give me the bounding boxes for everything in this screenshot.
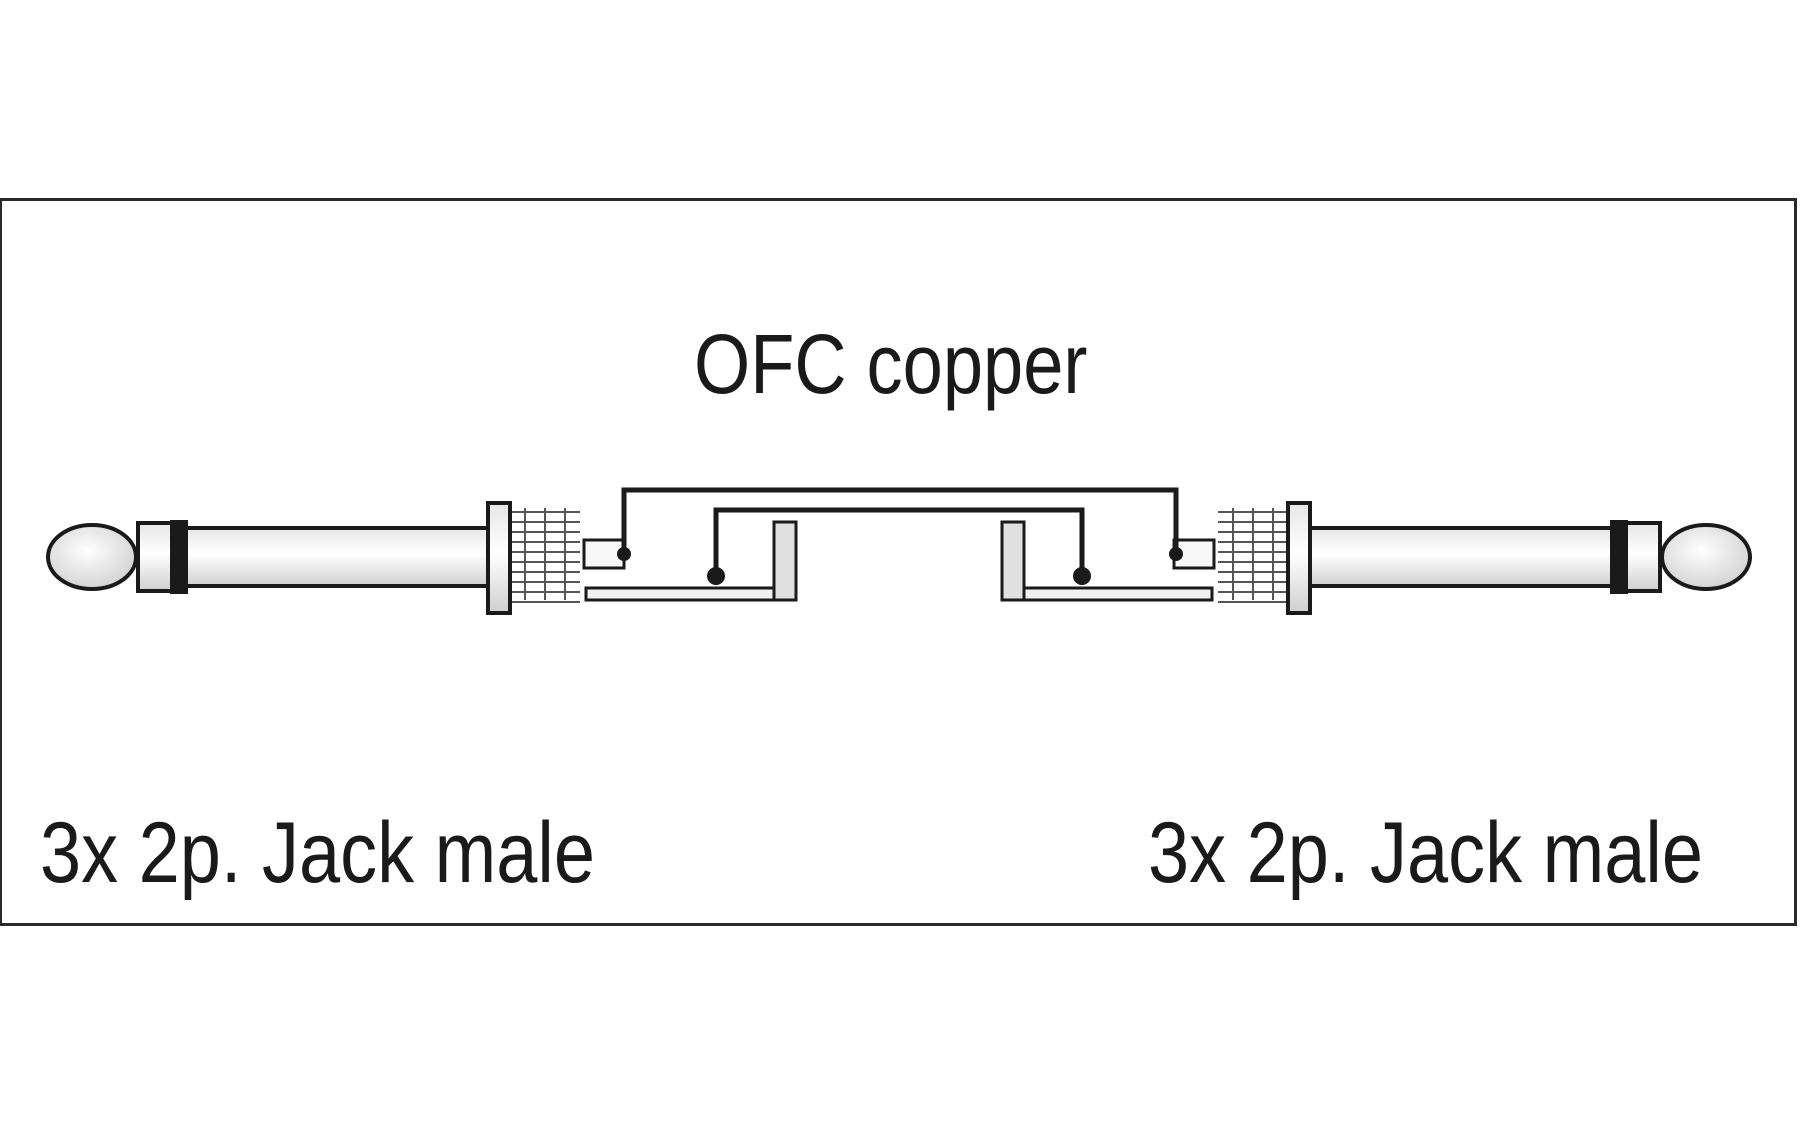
tip-wire (621, 487, 1179, 552)
left-solder-point-tip (617, 547, 631, 561)
right-plug-ground-lug (1000, 520, 1026, 602)
right-solder-point-tip (1169, 547, 1183, 561)
right-connector-label: 3x 2p. Jack male (1148, 805, 1703, 901)
cable-wiring (621, 487, 1179, 576)
right-plug-sleeve (1308, 526, 1614, 588)
left-plug-tip (46, 523, 138, 591)
cable-title: OFC copper (694, 317, 1088, 411)
left-plug-sleeve-terminal (584, 586, 798, 602)
right-plug-collar (1286, 501, 1312, 615)
right-plug-tip (1660, 523, 1752, 591)
left-jack-plug-icon (46, 501, 798, 615)
left-plug-threads (512, 508, 580, 603)
right-plug-sleeve-terminal (1000, 586, 1214, 602)
left-plug-insulator (170, 520, 188, 594)
ground-wire (713, 507, 1085, 576)
left-connector-label: 3x 2p. Jack male (40, 805, 595, 901)
right-jack-plug-icon (1000, 501, 1752, 615)
left-plug-collar (486, 501, 512, 615)
left-plug-ground-lug (772, 520, 798, 602)
right-plug-insulator (1610, 520, 1628, 594)
right-plug-threads (1218, 508, 1286, 603)
left-plug-sleeve (184, 526, 490, 588)
